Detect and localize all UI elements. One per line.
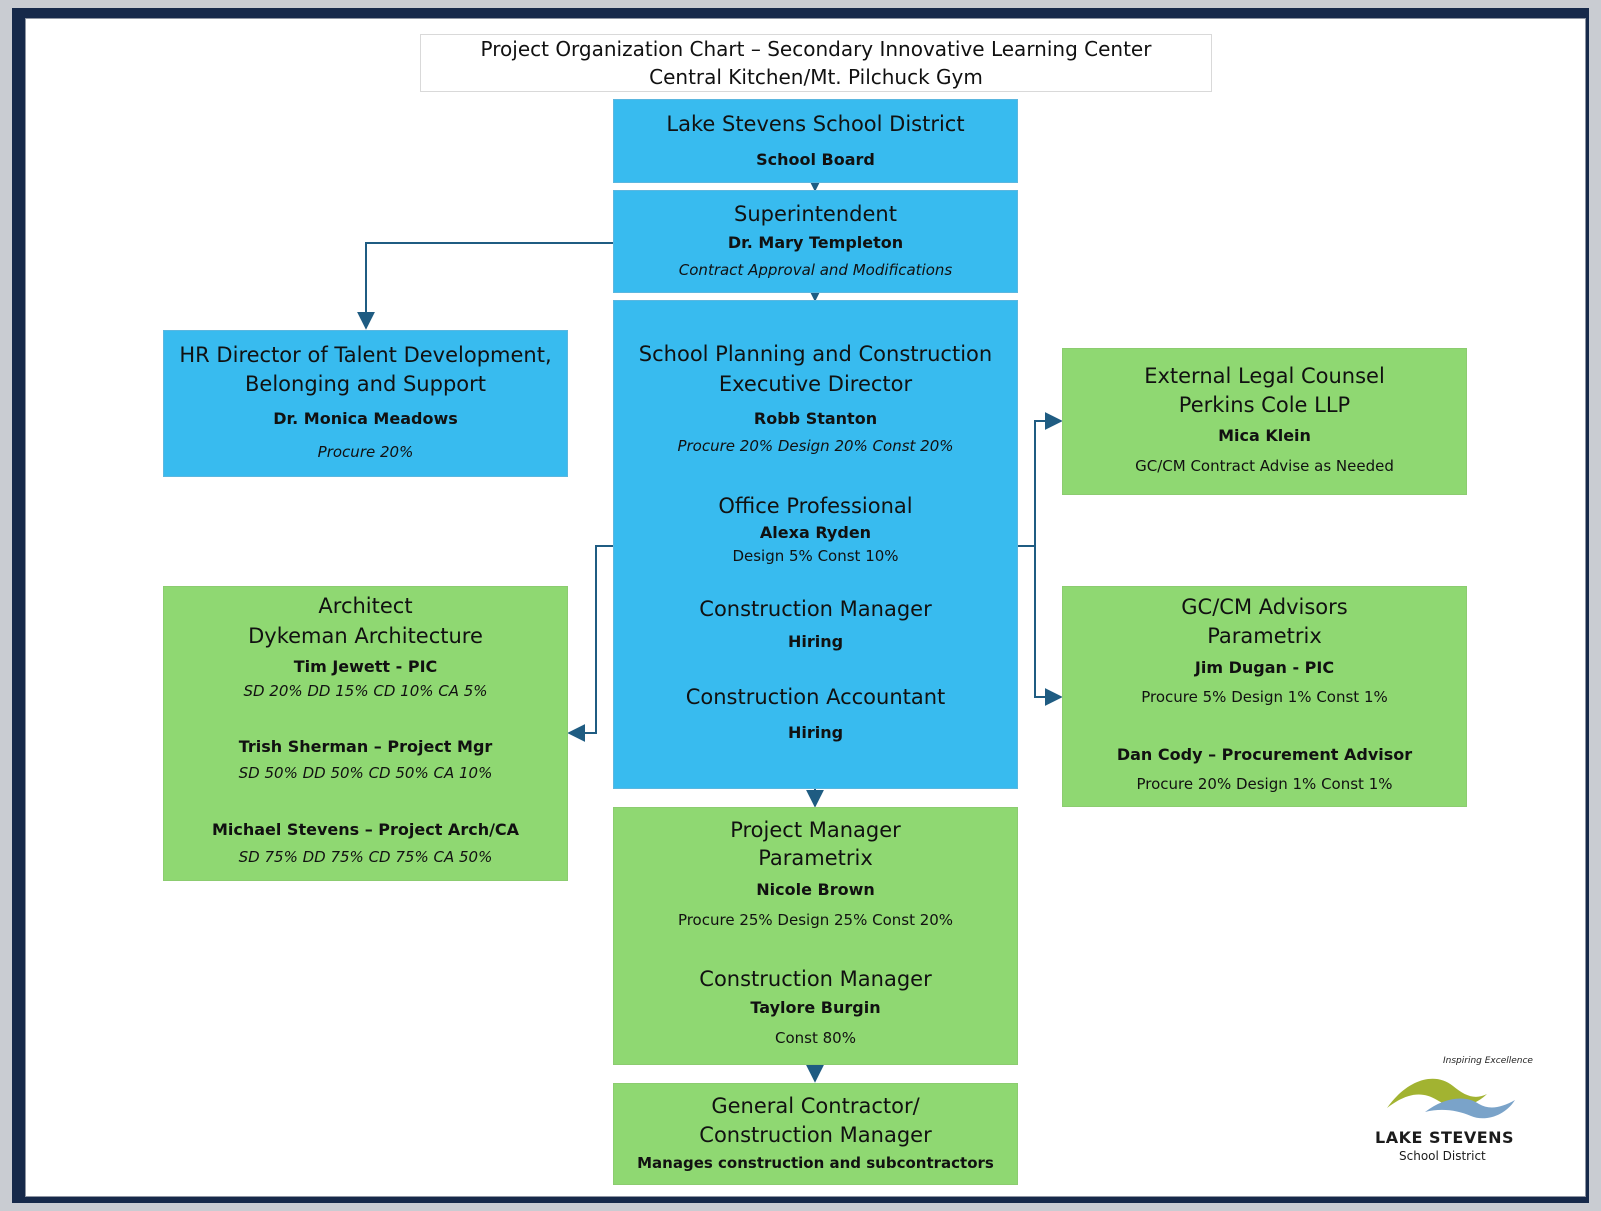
- node-gc-role: Manages construction and subcontractors: [637, 1154, 994, 1172]
- node-exec-name: Robb Stanton: [753, 409, 878, 428]
- node-legal-title1: External Legal Counsel: [1144, 364, 1385, 388]
- node-architect: Architect Dykeman Architecture Tim Jewet…: [163, 586, 568, 881]
- logo-mark-icon: [1387, 1078, 1515, 1119]
- chart-title-line2: Central Kitchen/Mt. Pilchuck Gym: [649, 65, 983, 89]
- node-hr-alloc: Procure 20%: [317, 443, 414, 461]
- node-accountant-name: Hiring: [787, 723, 844, 742]
- node-legal-counsel: External Legal Counsel Perkins Cole LLP …: [1062, 348, 1467, 495]
- connector-center-legal: [1018, 412, 1063, 547]
- connector-center-architect: [567, 545, 614, 742]
- node-hr-director: HR Director of Talent Development, Belon…: [163, 330, 568, 477]
- node-school-district-title: Lake Stevens School District: [666, 112, 965, 136]
- node-architect-name2: Trish Sherman – Project Mgr: [238, 737, 493, 756]
- node-pm-name1: Nicole Brown: [756, 880, 875, 899]
- node-legal-role: GC/CM Contract Advise as Needed: [1135, 457, 1394, 475]
- node-superintendent-name: Dr. Mary Templeton: [727, 233, 904, 252]
- node-superintendent: Superintendent Dr. Mary Templeton Contra…: [613, 190, 1018, 293]
- node-pm-title3: Construction Manager: [699, 967, 932, 991]
- node-office-alloc: Design 5% Const 10%: [732, 547, 899, 565]
- node-architect-name3: Michael Stevens – Project Arch/CA: [211, 820, 520, 839]
- node-exec-alloc: Procure 20% Design 20% Const 20%: [677, 437, 954, 455]
- node-cm-title: Construction Manager: [699, 597, 932, 621]
- node-general-contractor: General Contractor/ Construction Manager…: [613, 1083, 1018, 1185]
- node-pm-alloc2: Const 80%: [775, 1029, 856, 1047]
- node-architect-name1: Tim Jewett - PIC: [293, 657, 438, 676]
- node-architect-alloc3: SD 75% DD 75% CD 75% CA 50%: [238, 848, 493, 866]
- node-project-manager: Project Manager Parametrix Nicole Brown …: [613, 807, 1018, 1065]
- lake-stevens-logo: Inspiring Excellence LAKE STEVENS School…: [1365, 1056, 1555, 1166]
- connector-center-advisors: [1034, 546, 1063, 706]
- node-legal-name: Mica Klein: [1218, 426, 1311, 445]
- node-architect-alloc1: SD 20% DD 15% CD 10% CA 5%: [243, 682, 488, 700]
- node-office-title: Office Professional: [718, 494, 913, 518]
- node-architect-title2: Dykeman Architecture: [248, 624, 483, 648]
- node-advisors-alloc1: Procure 5% Design 1% Const 1%: [1141, 688, 1388, 706]
- node-gccm-advisors: GC/CM Advisors Parametrix Jim Dugan - PI…: [1062, 586, 1467, 807]
- node-planning-construction: School Planning and Construction Executi…: [613, 300, 1018, 789]
- logo-tagline: Inspiring Excellence: [1443, 1056, 1533, 1066]
- node-hr-title1: HR Director of Talent Development,: [179, 343, 552, 367]
- node-gc-title1: General Contractor/: [711, 1094, 920, 1118]
- node-pm-title2: Parametrix: [758, 846, 873, 870]
- node-hr-name: Dr. Monica Meadows: [273, 409, 458, 428]
- node-accountant-title: Construction Accountant: [685, 685, 946, 709]
- node-cm-name: Hiring: [787, 632, 844, 651]
- node-school-district: Lake Stevens School District School Boar…: [613, 99, 1018, 183]
- node-exec-title2: Executive Director: [718, 372, 913, 396]
- connector-superintendent-hr: [357, 242, 614, 330]
- node-superintendent-role: Contract Approval and Modifications: [678, 261, 953, 279]
- node-pm-alloc1: Procure 25% Design 25% Const 20%: [677, 911, 954, 929]
- node-advisors-name1: Jim Dugan - PIC: [1194, 658, 1335, 677]
- node-advisors-title1: GC/CM Advisors: [1181, 595, 1348, 619]
- chart-title: Project Organization Chart – Secondary I…: [420, 34, 1212, 92]
- node-architect-alloc2: SD 50% DD 50% CD 50% CA 10%: [238, 764, 493, 782]
- node-advisors-name2: Dan Cody – Procurement Advisor: [1116, 745, 1413, 764]
- node-superintendent-title: Superintendent: [734, 202, 897, 226]
- node-advisors-alloc2: Procure 20% Design 1% Const 1%: [1136, 775, 1393, 793]
- node-advisors-title2: Parametrix: [1207, 624, 1322, 648]
- node-pm-name2: Taylore Burgin: [750, 998, 881, 1017]
- logo-subtitle: School District: [1399, 1149, 1486, 1163]
- node-hr-title2: Belonging and Support: [245, 372, 486, 396]
- node-legal-title2: Perkins Cole LLP: [1178, 393, 1351, 417]
- node-office-name: Alexa Ryden: [759, 523, 872, 542]
- node-gc-title2: Construction Manager: [699, 1123, 932, 1147]
- node-pm-title1: Project Manager: [730, 818, 901, 842]
- chart-title-line1: Project Organization Chart – Secondary I…: [480, 37, 1152, 61]
- node-exec-title1: School Planning and Construction: [638, 342, 993, 366]
- logo-name: LAKE STEVENS: [1375, 1128, 1515, 1147]
- node-architect-title1: Architect: [318, 594, 413, 618]
- node-school-district-name: School Board: [756, 150, 875, 169]
